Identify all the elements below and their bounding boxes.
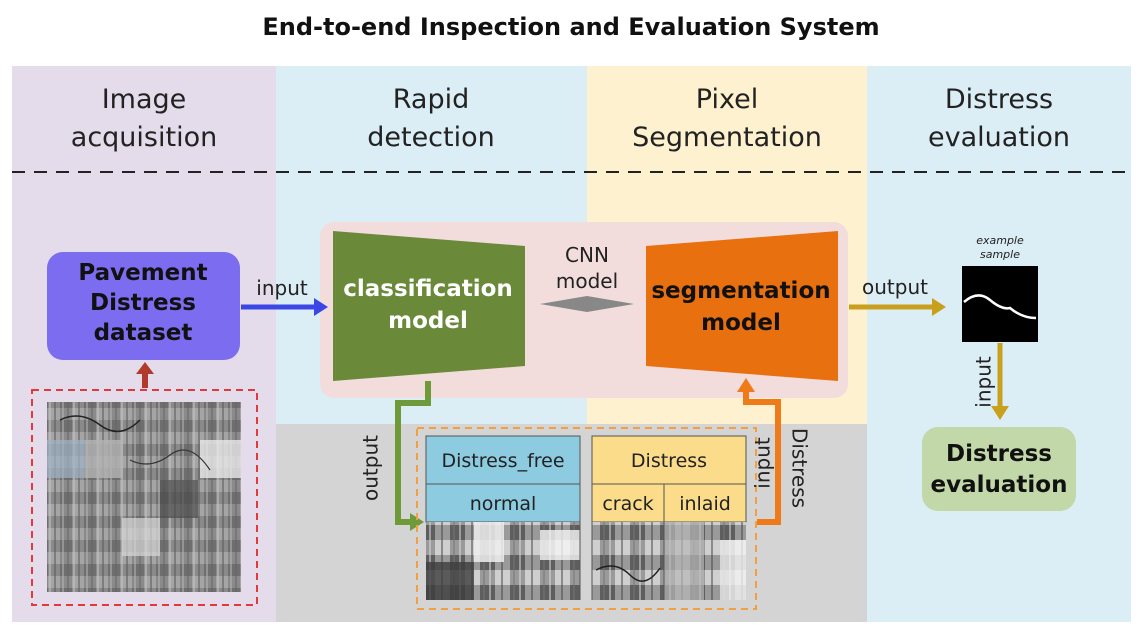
distress-header-cell (591, 435, 747, 485)
arrow-head (991, 406, 1009, 420)
column-header-3-line1: Pixel (696, 84, 758, 115)
input-up-label: input (751, 437, 775, 489)
inlaid-cell (663, 483, 747, 523)
classification-label-line1: classification (343, 276, 513, 302)
column-header-2-line1: Rapid (393, 84, 470, 115)
sample-tile (122, 518, 160, 556)
column-header-2-line2: detection (367, 122, 495, 153)
sample-tile (720, 540, 746, 600)
segmentation-label-line1: segmentation (651, 278, 830, 304)
classification-label-line2: model (388, 308, 468, 334)
cnn-link-shape (540, 296, 634, 312)
sample-crack (59, 415, 141, 433)
dataset-samples-image (47, 402, 241, 592)
example-sample-image (962, 266, 1038, 342)
pavement-distress-dataset-box (47, 252, 240, 360)
crack-label: crack (602, 493, 653, 515)
sample-tile (474, 522, 504, 562)
dataset-label-line1: Pavement (78, 260, 207, 286)
output-label: output (862, 275, 928, 299)
arrow-head (314, 298, 328, 316)
column-header-1-line2: acquisition (71, 122, 217, 153)
sample-tile (160, 480, 198, 518)
column-header-4-line1: Distress (945, 84, 1053, 115)
sample-tile (200, 440, 241, 478)
example-crack-mask (963, 294, 1037, 320)
sample-tile (85, 440, 123, 478)
distress-free-header-cell (425, 435, 581, 485)
classification-model-box (333, 231, 525, 381)
arrow-head (932, 298, 946, 316)
column-header-3-line2: Segmentation (632, 122, 822, 153)
cnn-label-line2: model (556, 269, 618, 293)
input-down-label: input (972, 356, 996, 408)
result-table-frame (416, 427, 757, 610)
inlaid-label: inlaid (679, 493, 731, 515)
input-label: input (256, 276, 308, 300)
sample-tile (47, 440, 85, 478)
sample-tile (540, 530, 580, 560)
distress-header: Distress (631, 450, 707, 472)
diagram-title: End-to-end Inspection and Evaluation Sys… (262, 13, 879, 41)
output-down-label: output (359, 435, 383, 501)
evaluation-label-line1: Distress (946, 441, 1052, 467)
example-label-line2: sample (980, 248, 1020, 261)
arrow-input-up (743, 390, 781, 525)
normal-cell (425, 483, 581, 523)
sample-crack (129, 449, 211, 471)
sample-crack (595, 565, 661, 582)
arrow-head (136, 362, 154, 374)
sample-tile (426, 562, 474, 600)
evaluation-label-line2: evaluation (931, 472, 1068, 498)
dataset-label-line2: Distress (90, 290, 196, 316)
segmentation-label-line2: model (701, 310, 781, 336)
arrow-output-down (395, 381, 431, 525)
distress-free-header: Distress_free (441, 450, 564, 472)
example-label-line1: example (976, 234, 1024, 247)
column-header-4-line2: evaluation (928, 122, 1070, 153)
sample-tile (664, 522, 704, 600)
column-header-1-line1: Image (102, 84, 187, 115)
dataset-label-line3: dataset (94, 320, 193, 346)
distress-up-label: Distress (788, 428, 812, 508)
dataset-samples-frame (31, 389, 258, 606)
arrow-head (737, 378, 755, 392)
arrow-head (410, 513, 424, 531)
cnn-label-line1: CNN (565, 243, 609, 267)
normal-label: normal (470, 493, 537, 515)
segmentation-model-box (646, 231, 838, 381)
distress-evaluation-box (922, 427, 1076, 511)
